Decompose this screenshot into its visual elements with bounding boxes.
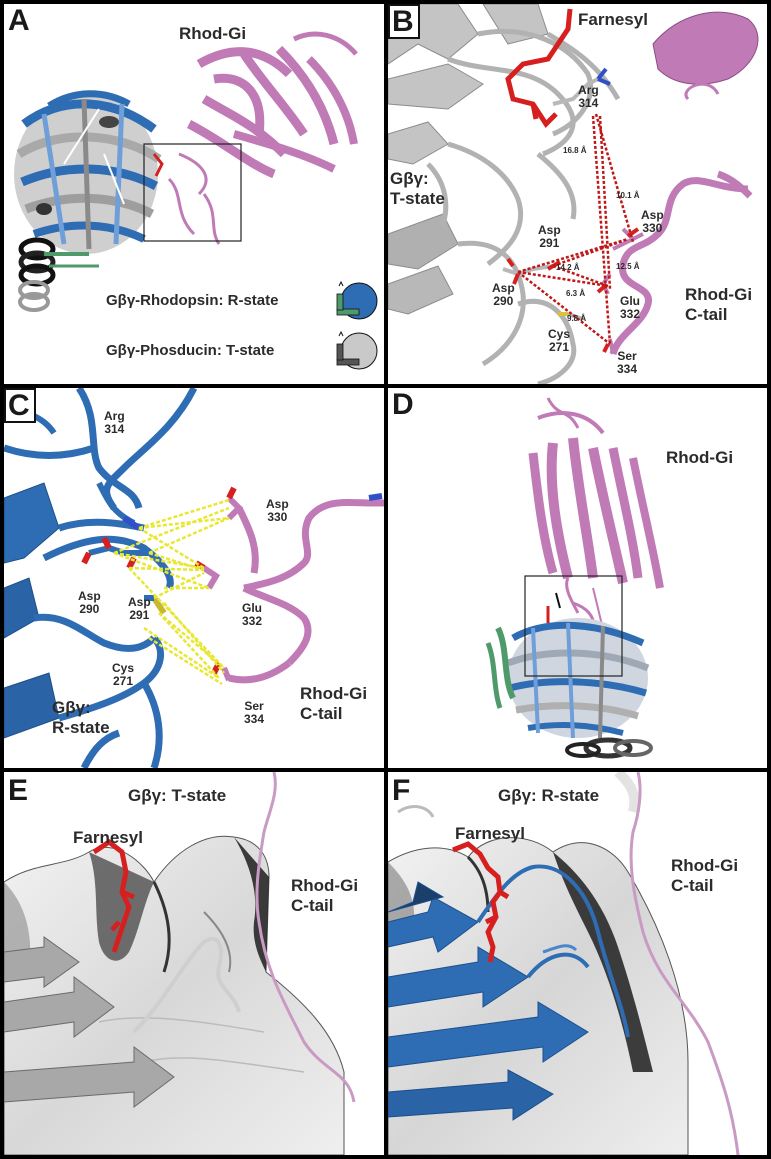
- hydrogen-bonds-c: [113, 498, 230, 686]
- gbg-t-state-loops-b: [426, 28, 621, 384]
- label-state-b-1: Gβγ:: [390, 169, 429, 188]
- rhod-gi-tail-e: [255, 772, 356, 1103]
- label-farnesyl-e: Farnesyl: [73, 828, 143, 847]
- label-tail-b-2: C-tail: [685, 305, 728, 324]
- label-rhod-gi-d: Rhod-Gi: [666, 448, 734, 467]
- label-tail-f-2: C-tail: [671, 876, 714, 895]
- label-tail-e-1: Rhod-Gi: [291, 876, 359, 895]
- panel-f-illustration: [388, 772, 740, 1155]
- rhod-gi-tail-c: [228, 498, 384, 684]
- label-farnesyl-b: Farnesyl: [578, 10, 648, 29]
- panel-letter-e: E: [8, 774, 29, 807]
- label-title-f: Gβγ: R-state: [498, 786, 600, 805]
- farnesyl-f: [452, 841, 510, 963]
- zoom-box-a: [143, 143, 242, 242]
- label-tail-f-1: Rhod-Gi: [671, 856, 739, 875]
- loops-e: [132, 936, 241, 1034]
- panel-e: E Gβγ: T-state Farnesyl Rhod-Gi C-tail: [4, 772, 384, 1155]
- panel-letter-a: A: [8, 4, 30, 37]
- legend-icon-r-state: [336, 280, 378, 320]
- rhod-gi-helices-a: [167, 31, 358, 245]
- grey-ribbons-e: [4, 936, 175, 1108]
- loops-f: [476, 864, 630, 1038]
- legend-icon-t-state: [336, 330, 378, 370]
- blue-ribbons-f: [388, 881, 589, 1121]
- zoom-box-d: [524, 575, 623, 677]
- panel-letter-f: F: [392, 774, 411, 807]
- panel-b-illustration: [388, 4, 759, 384]
- panel-letter-c: C: [4, 388, 36, 423]
- distance-label-6: 9.8 Å: [567, 314, 587, 323]
- gbg-barrel-d: [485, 592, 653, 759]
- label-tail-c-2: C-tail: [300, 704, 343, 723]
- legend-t-state-text: Gβγ-Phosducin: T-state: [106, 342, 275, 359]
- farnesyl-b: [505, 8, 573, 128]
- label-state-b-2: T-state: [390, 189, 445, 208]
- label-state-c-1: Gβγ:: [52, 698, 91, 717]
- label-state-c-2: R-state: [52, 718, 110, 737]
- panel-a-illustration: [14, 31, 378, 370]
- panel-d-illustration: [485, 397, 664, 759]
- panel-e-illustration: [4, 772, 356, 1155]
- rhod-gi-b: [609, 11, 759, 356]
- distance-label-1: 16.8 Å: [563, 146, 587, 155]
- label-tail-c-1: Rhod-Gi: [300, 684, 368, 703]
- distance-label-2: 10.1 Å: [616, 191, 640, 200]
- label-rhod-gi-a: Rhod-Gi: [179, 24, 247, 43]
- gbg-t-state-ribbons-b: [388, 4, 549, 315]
- label-tail-e-2: C-tail: [291, 896, 334, 915]
- panel-d: D Rhod-Gi: [388, 388, 767, 768]
- gamma-helix-a: [18, 237, 99, 312]
- panel-f: F Gβγ: R-state Farnesyl Rhod-Gi C-tail: [388, 772, 767, 1155]
- distance-label-5: 6.3 Å: [566, 289, 586, 298]
- label-title-e: Gβγ: T-state: [128, 786, 227, 805]
- panel-letter-d: D: [392, 388, 414, 421]
- farnesyl-a: [152, 153, 164, 177]
- legend-r-state-text: Gβγ-Rhodopsin: R-state: [106, 292, 279, 309]
- gbg-barrel-a: [14, 90, 162, 254]
- label-farnesyl-f: Farnesyl: [455, 824, 525, 843]
- gbg-r-state-ribbons-c: [4, 388, 198, 768]
- distance-label-3: 14.2 Å: [556, 263, 580, 272]
- panel-a: A Rhod-Gi Gβγ-Rhodopsin: R-state Gβγ-Pho…: [4, 4, 384, 384]
- farnesyl-e: [92, 838, 135, 953]
- distance-lines-b: [517, 113, 635, 345]
- distance-label-4: 12.5 Å: [616, 262, 640, 271]
- rhod-gi-tail-f: [629, 772, 740, 1155]
- panel-letter-b: B: [388, 4, 420, 39]
- label-tail-b-1: Rhod-Gi: [685, 285, 753, 304]
- panel-b: B Farnesyl Gβγ: T-state Rhod-Gi C-tail A…: [388, 4, 767, 384]
